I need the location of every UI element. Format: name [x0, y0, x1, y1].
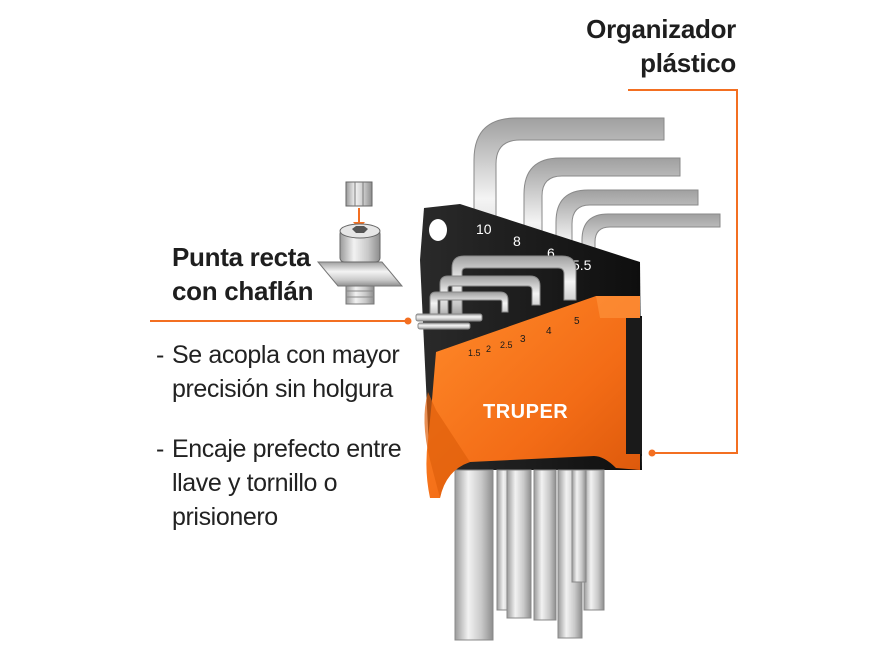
size-label-5: 5 — [574, 316, 580, 327]
small-size-labels: 1.5 2 2.5 3 4 5 — [468, 316, 580, 358]
organizer-callout-line — [628, 89, 738, 457]
bullet-dash: - — [156, 341, 164, 369]
bullet-2-line3: prisionero — [172, 503, 278, 531]
tip-heading-line2: con chaflán — [172, 276, 314, 306]
bullet-2-line1: Encaje prefecto entre — [172, 435, 402, 463]
truper-logo: TRUPER — [483, 401, 568, 423]
size-label-2: 2 — [486, 344, 491, 354]
bullet-1-line1: Se acopla con mayor — [172, 341, 400, 369]
size-label-8: 8 — [513, 233, 521, 249]
bullet-dash: - — [156, 435, 164, 463]
tip-heading-line1: Punta recta — [172, 242, 311, 272]
tip-callout-line — [150, 317, 412, 325]
bullet-1-line2: precisión sin holgura — [172, 375, 393, 403]
size-label-4: 4 — [546, 326, 552, 337]
organizer-heading-line2: plástico — [640, 48, 736, 78]
hex-keys-medium — [415, 255, 577, 330]
size-label-1-5: 1.5 — [468, 348, 481, 358]
feature-bullet-precision: -Se acopla con mayor precisión sin holgu… — [156, 338, 426, 406]
hex-key-shafts — [454, 469, 605, 641]
size-label-5-5: 5.5 — [572, 257, 592, 273]
organizer-orange-holder — [424, 296, 642, 498]
size-label-2-5: 2.5 — [500, 340, 513, 350]
bullet-2-line2: llave y tornillo o — [172, 469, 338, 497]
tip-heading: Punta recta con chaflán — [172, 240, 412, 308]
size-label-3: 3 — [520, 334, 526, 345]
size-label-10: 10 — [476, 221, 492, 237]
organizer-heading-line1: Organizador — [586, 14, 736, 44]
organizer-heading: Organizador plástico — [536, 12, 736, 80]
hex-tip-diagram — [316, 181, 404, 305]
feature-bullet-fit: -Encaje prefecto entre llave y tornillo … — [156, 432, 426, 534]
large-size-labels: 10 8 6 5.5 — [476, 221, 592, 273]
size-label-6: 6 — [547, 245, 555, 261]
